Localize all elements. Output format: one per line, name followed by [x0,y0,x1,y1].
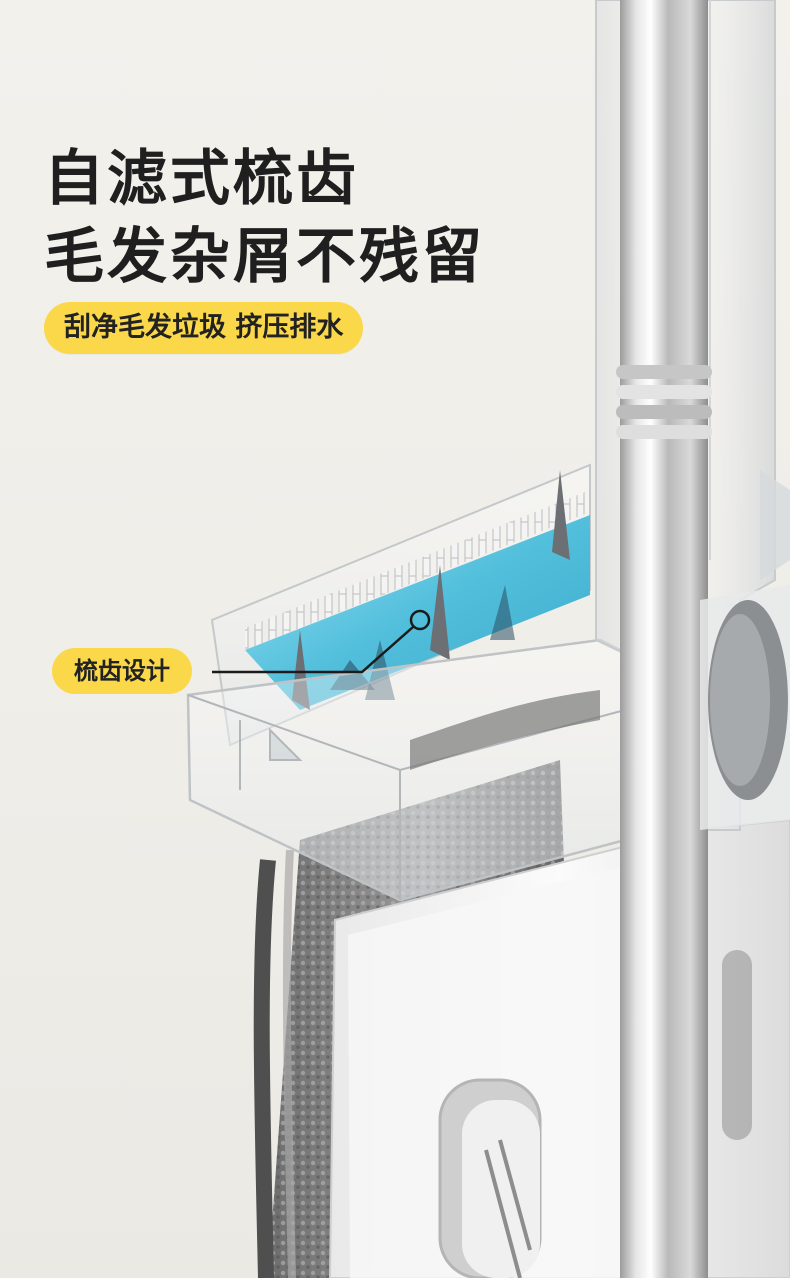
headline-line-2: 毛发杂屑不残留 [44,222,485,292]
comb-design-callout: 梳齿设计 [52,648,192,694]
comb-scraper-box [186,463,702,902]
callout-leader-line [212,609,431,674]
mop-pole [616,0,712,1278]
headline: 自滤式梳齿 毛发杂屑不残留 [44,140,485,296]
feature-tag: 刮净毛发垃圾 挤压排水 [44,302,364,354]
headline-line-1: 自滤式梳齿 [44,144,359,214]
pivot-knob [700,585,790,830]
